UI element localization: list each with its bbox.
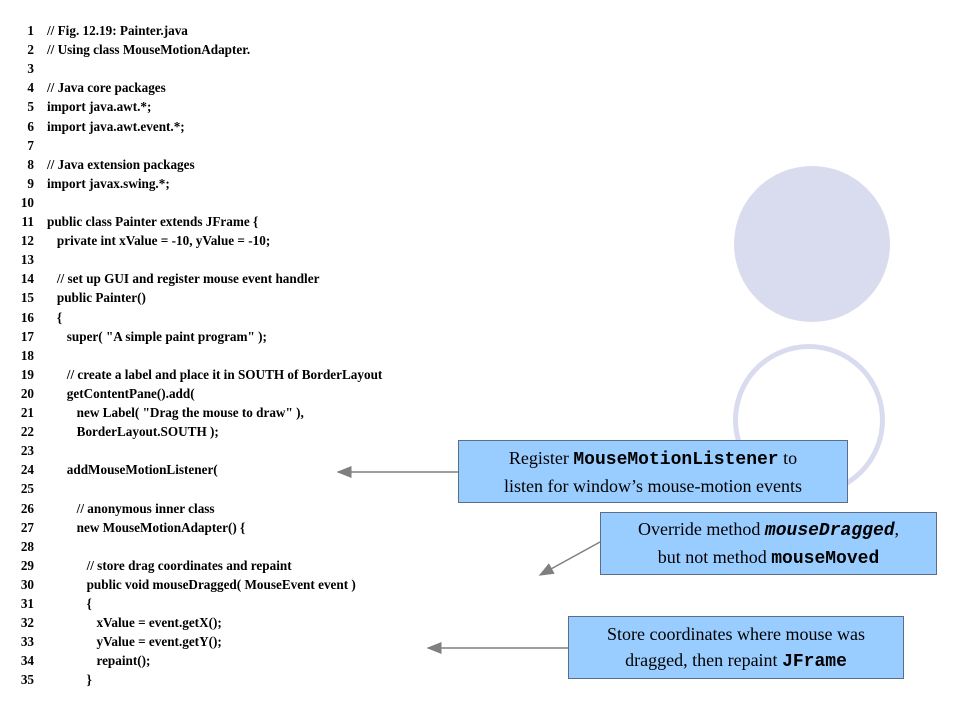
line-number: 22 — [20, 424, 34, 440]
line-number: 23 — [20, 443, 34, 459]
code-text: super( "A simple paint program" ); — [47, 328, 267, 344]
code-text: // Using class MouseMotionAdapter. — [47, 42, 251, 58]
callout-text: Store coordinates where mouse was — [607, 623, 865, 644]
line-number: 33 — [20, 634, 34, 650]
line-number: 35 — [20, 672, 34, 688]
callout-code: mouseDragged — [764, 520, 895, 541]
code-text: public Painter() — [47, 290, 146, 306]
code-text: public class Painter extends JFrame { — [47, 214, 259, 229]
line-number: 19 — [20, 366, 34, 382]
line-number: 7 — [27, 137, 34, 153]
code-text: new MouseMotionAdapter() { — [47, 519, 246, 535]
code-text: // store drag coordinates and repaint — [47, 557, 292, 573]
line-number: 2 — [27, 42, 34, 58]
line-number: 3 — [27, 61, 34, 77]
line-number: 20 — [20, 385, 34, 401]
callout-text: but not method — [657, 546, 772, 567]
arrow-override — [538, 541, 601, 576]
code-text: // set up GUI and register mouse event h… — [47, 271, 320, 287]
line-number: 9 — [27, 175, 34, 191]
callout-register-listener: Register MouseMotionListener to listen f… — [458, 440, 848, 503]
line-number: 32 — [20, 615, 34, 631]
code-text: import java.awt.event.*; — [47, 118, 185, 134]
code-text: BorderLayout.SOUTH ); — [47, 424, 219, 440]
line-number: 1 — [27, 23, 34, 38]
code-text: // Fig. 12.19: Painter.java — [47, 23, 188, 38]
callout-code: MouseMotionListener — [573, 449, 779, 470]
code-text: } — [47, 672, 92, 688]
callout-code: JFrame — [782, 651, 847, 672]
code-text: getContentPane().add( — [47, 385, 195, 401]
code-text: new Label( "Drag the mouse to draw" ), — [47, 405, 304, 420]
line-number: 18 — [20, 347, 34, 363]
code-text: private int xValue = -10, yValue = -10; — [47, 233, 271, 249]
code-text: repaint(); — [47, 653, 151, 669]
line-number: 12 — [20, 233, 34, 249]
code-text: addMouseMotionListener( — [47, 462, 218, 478]
callout-text: listen for window’s mouse-motion events — [504, 475, 802, 496]
callout-text: dragged, then repaint — [625, 649, 783, 670]
line-number: 10 — [20, 194, 34, 210]
line-number: 26 — [20, 500, 34, 516]
callout-override-method: Override method mouseDragged, but not me… — [600, 512, 937, 575]
line-number: 24 — [20, 462, 34, 478]
code-text: { — [47, 596, 92, 611]
callout-code: mouseMoved — [771, 548, 880, 569]
line-number: 5 — [27, 99, 34, 115]
callout-text: to — [778, 447, 798, 468]
line-number: 8 — [27, 156, 34, 172]
decorative-circle-filled — [734, 166, 890, 322]
line-number: 25 — [20, 481, 34, 497]
code-text: // Java core packages — [47, 80, 166, 96]
line-number: 4 — [27, 80, 34, 96]
code-text: // create a label and place it in SOUTH … — [47, 366, 383, 382]
line-number: 34 — [20, 653, 34, 669]
line-number: 28 — [20, 538, 34, 554]
line-number: 21 — [20, 405, 34, 420]
line-number: 30 — [20, 576, 34, 592]
callout-text: , — [894, 518, 900, 539]
line-number: 17 — [20, 328, 34, 344]
line-number: 16 — [20, 309, 34, 325]
line-number: 11 — [21, 214, 34, 229]
callout-text: Register — [508, 447, 574, 468]
line-number: 31 — [20, 596, 34, 611]
code-text: import java.awt.*; — [47, 99, 152, 115]
line-number: 14 — [20, 271, 34, 287]
code-text: xValue = event.getX(); — [47, 615, 222, 631]
code-text: yValue = event.getY(); — [47, 634, 222, 650]
line-number: 15 — [20, 290, 34, 306]
code-text: public void mouseDragged( MouseEvent eve… — [47, 576, 356, 592]
line-number: 6 — [27, 118, 34, 134]
callout-text: Override method — [637, 518, 765, 539]
code-text: // Java extension packages — [47, 156, 195, 172]
code-text: // anonymous inner class — [47, 500, 215, 516]
line-number: 13 — [20, 252, 34, 268]
code-text: { — [47, 309, 63, 325]
line-number: 29 — [20, 557, 34, 573]
callout-store-coordinates: Store coordinates where mouse was dragge… — [568, 616, 904, 679]
code-text: import javax.swing.*; — [47, 175, 170, 191]
line-number: 27 — [20, 519, 34, 535]
